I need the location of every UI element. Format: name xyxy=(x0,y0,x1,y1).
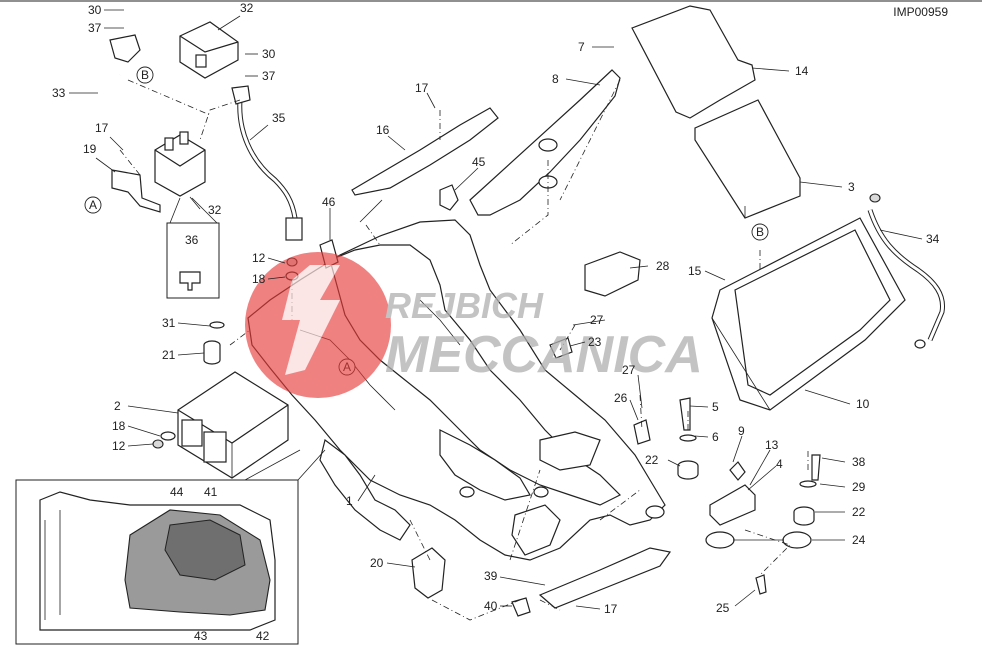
callout-21: 21 xyxy=(162,348,176,362)
callout-8: 8 xyxy=(552,72,559,86)
callout-23: 23 xyxy=(588,335,602,349)
callout-35: 35 xyxy=(272,111,286,125)
callout-26: 26 xyxy=(614,391,628,405)
callout-9: 9 xyxy=(738,424,745,438)
callout-43: 43 xyxy=(194,629,208,643)
cable-33 xyxy=(96,34,141,115)
callout-36: 36 xyxy=(185,233,199,247)
view-marker-b-right: B xyxy=(751,223,769,241)
ecu-box xyxy=(177,371,289,479)
lock-24 xyxy=(705,531,812,549)
grommet-22a xyxy=(677,397,699,480)
callout-45: 45 xyxy=(472,155,486,169)
grommet-22b xyxy=(793,454,821,526)
callout-31: 31 xyxy=(162,316,176,330)
callout-leaders xyxy=(69,9,923,610)
clip-40 xyxy=(511,597,531,617)
watermark: REJBICH MECCANICA xyxy=(245,252,703,398)
battery-holder xyxy=(711,217,906,411)
assembly-lines xyxy=(119,79,809,621)
callout-18a: 18 xyxy=(112,419,126,433)
inset-detail xyxy=(15,449,326,645)
callout-1: 1 xyxy=(346,494,353,508)
callout-17c: 17 xyxy=(604,602,618,616)
callout-12b: 12 xyxy=(252,251,266,265)
svg-text:B: B xyxy=(756,225,764,239)
callout-18b: 18 xyxy=(252,272,266,286)
screw-25 xyxy=(755,574,767,595)
callout-22a: 22 xyxy=(645,453,659,467)
battery-cover xyxy=(631,5,756,119)
callout-17a: 17 xyxy=(415,81,429,95)
callout-28: 28 xyxy=(656,259,670,273)
watermark-line1: REJBICH xyxy=(385,285,544,326)
clip-45 xyxy=(439,184,459,211)
fuse-detail-box xyxy=(166,222,220,299)
strip-39 xyxy=(538,547,672,609)
svg-text:B: B xyxy=(141,68,149,82)
callout-15: 15 xyxy=(688,264,702,278)
relay-bottom xyxy=(154,131,206,197)
callout-29: 29 xyxy=(852,480,866,494)
callout-27b: 27 xyxy=(622,363,636,377)
cable-34 xyxy=(867,193,946,349)
callout-labels: 1 2 3 4 5 6 7 8 9 10 12 12 13 14 15 16 1… xyxy=(52,1,940,643)
callout-25: 25 xyxy=(716,601,730,615)
callout-4: 4 xyxy=(776,457,783,471)
callout-13: 13 xyxy=(765,438,779,452)
callout-33: 33 xyxy=(52,86,66,100)
callout-42: 42 xyxy=(256,629,270,643)
part-20 xyxy=(411,547,446,599)
callout-27a: 27 xyxy=(590,313,604,327)
callout-6: 6 xyxy=(712,430,719,444)
callout-17b: 17 xyxy=(95,121,109,135)
callout-32b: 32 xyxy=(208,203,222,217)
callout-30a: 30 xyxy=(88,3,102,17)
callout-3: 3 xyxy=(848,180,855,194)
callout-24: 24 xyxy=(852,533,866,547)
callout-37b: 37 xyxy=(262,69,276,83)
callout-44: 44 xyxy=(170,485,184,499)
cap-28 xyxy=(584,251,641,297)
svg-text:A: A xyxy=(89,198,97,212)
callout-22b: 22 xyxy=(852,505,866,519)
callout-32a: 32 xyxy=(240,1,254,15)
callout-10: 10 xyxy=(856,397,870,411)
callout-38: 38 xyxy=(852,455,866,469)
view-marker-a-left: A xyxy=(84,196,102,214)
relay-top xyxy=(179,21,239,79)
part-26 xyxy=(633,419,651,445)
callout-14: 14 xyxy=(795,64,809,78)
battery xyxy=(694,99,801,219)
watermark-line2: MECCANICA xyxy=(385,326,703,384)
drawing-code: IMP00959 xyxy=(893,5,948,19)
callout-20: 20 xyxy=(370,556,384,570)
callout-40: 40 xyxy=(484,599,498,613)
callout-19: 19 xyxy=(83,142,97,156)
callout-39: 39 xyxy=(484,569,498,583)
cable-35 xyxy=(231,85,303,241)
relay-bracket xyxy=(111,169,161,213)
holder-4 xyxy=(709,461,756,526)
callout-34: 34 xyxy=(926,232,940,246)
view-marker-b-top: B xyxy=(136,66,154,84)
watermark-logo-mark xyxy=(282,265,340,375)
bracket-16 xyxy=(351,107,499,196)
callout-46: 46 xyxy=(322,195,336,209)
callout-41: 41 xyxy=(204,485,218,499)
callout-7: 7 xyxy=(578,40,585,54)
rubber-mount xyxy=(203,321,225,365)
callout-5: 5 xyxy=(712,400,719,414)
callout-30b: 30 xyxy=(262,47,276,61)
callout-2: 2 xyxy=(114,399,121,413)
fuse-icon xyxy=(179,271,201,291)
callout-16: 16 xyxy=(376,123,390,137)
callout-12a: 12 xyxy=(112,439,126,453)
callout-37a: 37 xyxy=(88,21,102,35)
